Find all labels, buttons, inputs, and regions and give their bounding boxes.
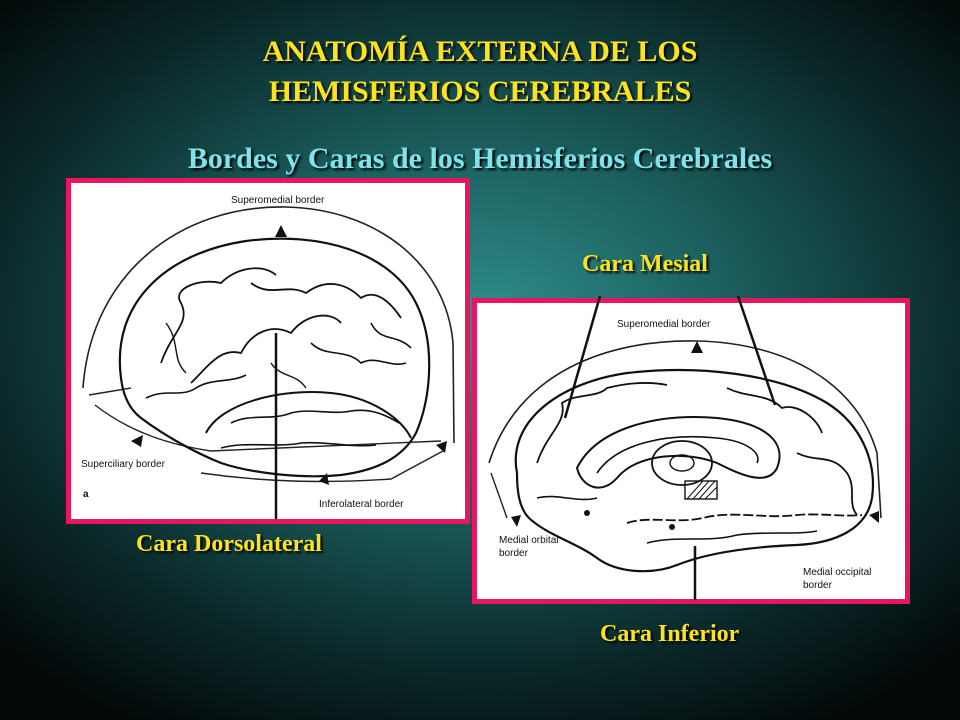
label-panel-letter: a [83, 489, 89, 500]
label-inferolateral-border: Inferolateral border [319, 499, 404, 510]
title-line-2: HEMISFERIOS CEREBRALES [268, 75, 692, 108]
label-medial-occipital-line1: Medial occipital [803, 567, 872, 578]
caption-inferior: Cara Inferior [600, 621, 740, 647]
caption-mesial: Cara Mesial [582, 251, 708, 277]
slide-subtitle: Bordes y Caras de los Hemisferios Cerebr… [187, 142, 773, 175]
figure-medial-view: Superomedial border Medial orbital borde… [472, 298, 910, 604]
label-superciliary-border: Superciliary border [81, 459, 165, 470]
title-line-1: ANATOMÍA EXTERNA DE LOS [262, 35, 698, 68]
label-medial-orbital-line1: Medial orbital [499, 535, 559, 546]
label-superomedial-border: Superomedial border [231, 195, 325, 206]
figure-lateral-view: Superomedial border Superciliary border … [66, 178, 470, 524]
medial-brain-drawing [488, 340, 882, 573]
lateral-brain-drawing [82, 206, 455, 519]
caption-dorsolateral: Cara Dorsolateral [136, 531, 322, 557]
label-medial-orbital-line2: border [499, 548, 528, 559]
slide-title: ANATOMÍA EXTERNA DE LOS HEMISFERIOS CERE… [0, 32, 960, 112]
label-superomedial-border-medial: Superomedial border [617, 319, 711, 330]
label-medial-occipital-line2: border [803, 580, 832, 591]
